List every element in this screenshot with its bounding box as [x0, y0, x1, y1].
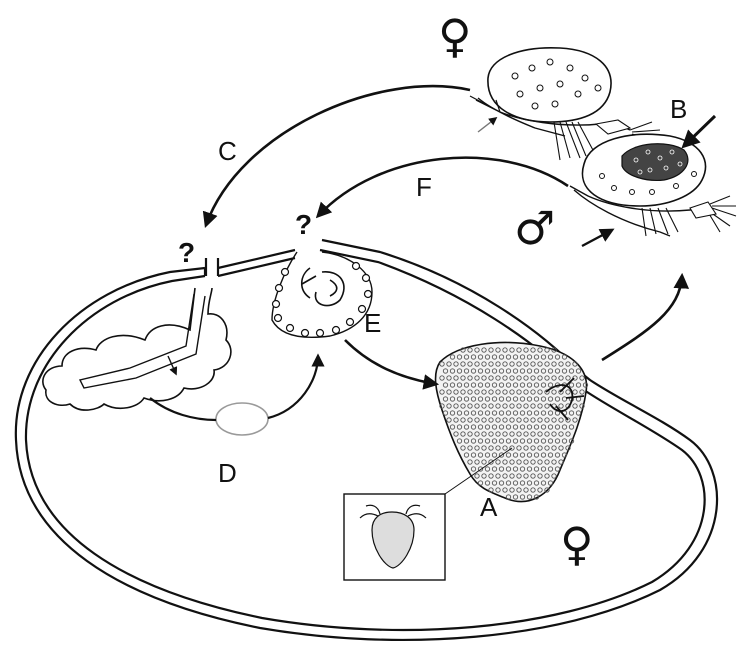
female-symbol-bottom: ♀: [560, 517, 594, 571]
arrow-d: [268, 356, 318, 418]
male-pointer-arrow: [582, 230, 612, 246]
male-symbol: ♂: [514, 201, 555, 255]
label-d: D: [218, 458, 237, 488]
label-c: C: [218, 136, 237, 166]
question-mark-middle: ?: [295, 209, 312, 240]
egg-ellipse: [216, 403, 268, 435]
label-b: B: [670, 94, 687, 124]
arrow-a-to-b: [602, 276, 682, 360]
arrow-c: [206, 86, 470, 225]
male-organ-pointer-arrow: [684, 116, 715, 146]
male-copepod: [570, 134, 736, 236]
female-pointer-arrow: [478, 118, 496, 132]
label-e: E: [364, 308, 381, 338]
label-f: F: [416, 172, 432, 202]
label-a: A: [480, 492, 498, 522]
cyst-chain-structure: [272, 252, 372, 337]
larval-lobed-structure: [43, 288, 231, 410]
question-mark-left: ?: [178, 237, 195, 268]
female-symbol-top: ♀: [438, 9, 472, 63]
adult-female-parasite: [436, 343, 588, 502]
arrow-e: [345, 340, 436, 384]
